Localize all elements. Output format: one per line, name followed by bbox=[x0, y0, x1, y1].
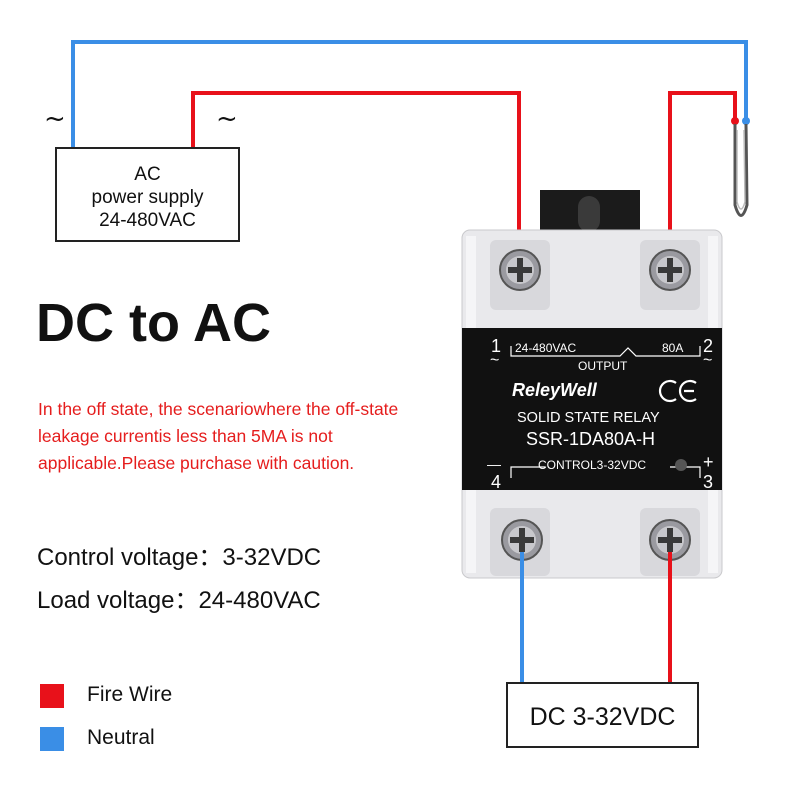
relay-control-label: CONTROL3-32VDC bbox=[538, 458, 647, 472]
relay-terminal-1-symbol: ~ bbox=[490, 352, 500, 369]
screw-terminal-1 bbox=[499, 249, 541, 291]
legend-fire-swatch bbox=[40, 684, 64, 708]
relay-terminal-3-symbol: + bbox=[703, 452, 714, 472]
legend-fire-label: Fire Wire bbox=[87, 683, 173, 706]
page-title: DC to AC bbox=[36, 293, 271, 353]
relay-type-label: SOLID STATE RELAY bbox=[517, 410, 660, 426]
screw-terminal-2 bbox=[649, 249, 691, 291]
ac-power-supply-box: AC power supply 24-480VAC bbox=[55, 147, 240, 242]
load-element bbox=[731, 117, 750, 217]
dc-supply-label: DC 3-32VDC bbox=[529, 703, 676, 731]
load-voltage-spec: Load voltage：24-480VAC bbox=[37, 587, 321, 614]
relay-terminal-2-label: 2 bbox=[703, 336, 714, 356]
relay-output-voltage: 24-480VAC bbox=[515, 341, 577, 355]
legend-neutral-swatch bbox=[40, 727, 64, 751]
warning-note: In the off state, the scenariowhere the … bbox=[38, 399, 399, 473]
relay-model-label: SSR-1DA80A-H bbox=[526, 429, 656, 449]
ce-mark-icon bbox=[658, 379, 697, 403]
ac-label-line2: power supply bbox=[91, 187, 204, 208]
neutral-wire-top bbox=[71, 40, 748, 147]
relay-terminal-4-label: 4 bbox=[491, 472, 502, 492]
legend-neutral-label: Neutral bbox=[87, 726, 155, 749]
relay-brand-logo: ReleyWell bbox=[512, 380, 597, 400]
relay-terminal-2-symbol: ~ bbox=[703, 352, 713, 369]
relay-terminal-1-label: 1 bbox=[491, 336, 502, 356]
fire-wire-ac-to-relay bbox=[191, 91, 521, 262]
relay-terminal-3-label: 3 bbox=[703, 472, 714, 492]
ac-tilde-left: ~ bbox=[44, 104, 66, 134]
ac-label-line1: AC bbox=[134, 164, 161, 185]
solid-state-relay bbox=[461, 190, 723, 579]
ac-label-line3: 24-480VAC bbox=[99, 210, 196, 231]
relay-output-label: OUTPUT bbox=[578, 359, 628, 373]
relay-ce-text: CE bbox=[0, 0, 1, 1]
control-voltage-spec: Control voltage：3-32VDC bbox=[37, 544, 322, 571]
ac-tilde-right: ~ bbox=[216, 104, 238, 134]
screw-terminal-3 bbox=[649, 519, 691, 561]
screw-terminal-4 bbox=[501, 519, 543, 561]
relay-output-current: 80A bbox=[662, 341, 684, 355]
relay-terminal-4-symbol: — bbox=[487, 456, 501, 472]
fire-wire-relay-to-load bbox=[668, 91, 737, 262]
dc-power-supply-box: DC 3-32VDC bbox=[506, 682, 699, 748]
